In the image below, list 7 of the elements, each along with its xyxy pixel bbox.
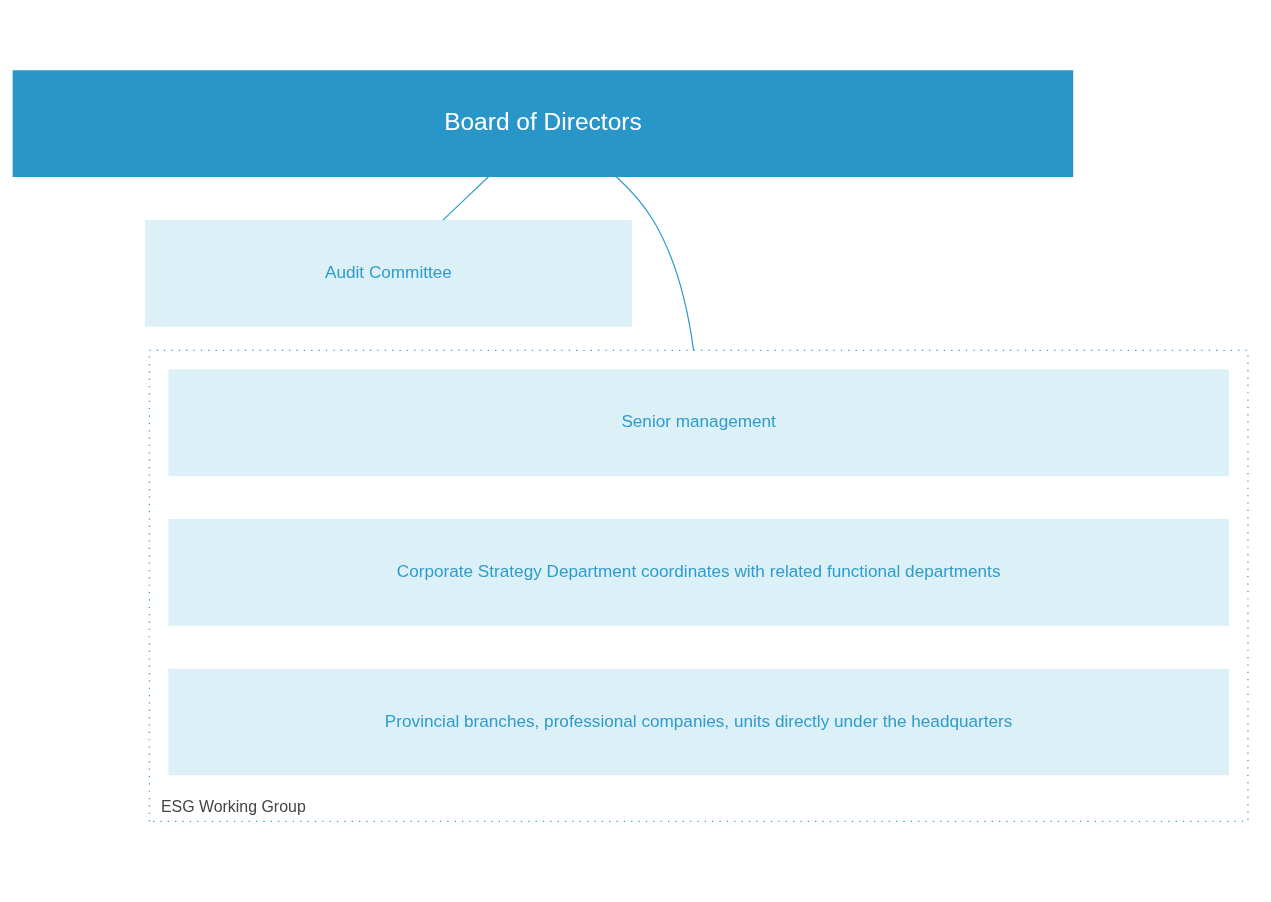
node-box: Senior management [168, 369, 1229, 477]
node-box: Board of Directors [12, 70, 1074, 177]
node-box: Audit Committee [145, 219, 632, 327]
node-box: Corporate Strategy Department coordinates with related functional departments [168, 519, 1229, 626]
connector [615, 176, 695, 352]
node-box: Provincial branches, professional companies, units directly under the headquarters [168, 668, 1229, 776]
connector [442, 176, 490, 221]
